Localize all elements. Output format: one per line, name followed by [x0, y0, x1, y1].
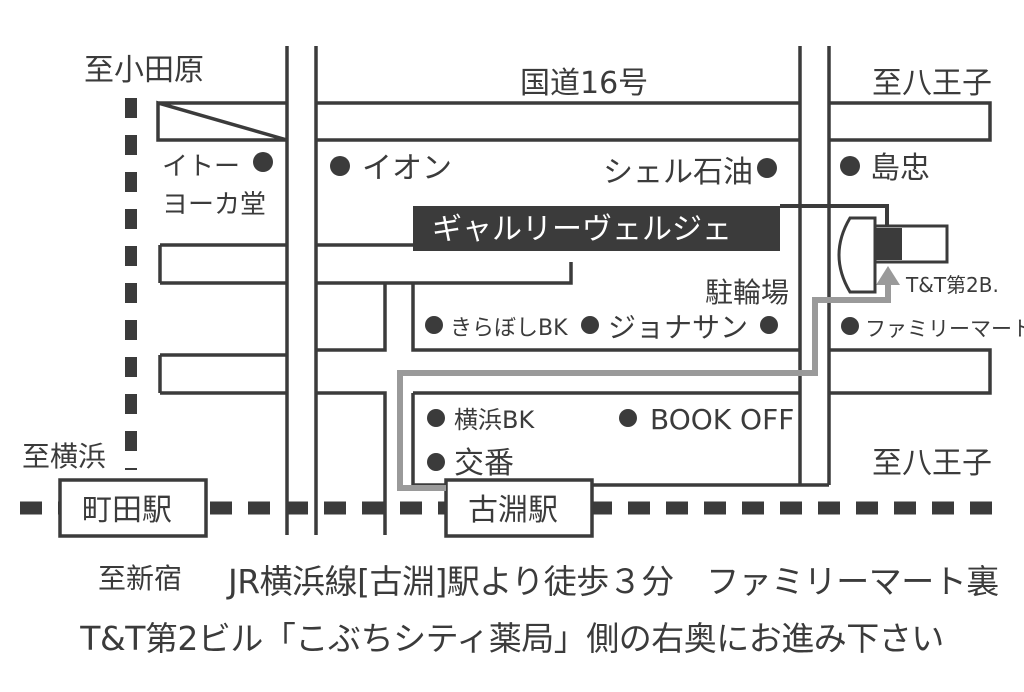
dot-parking [760, 316, 778, 334]
label-route16: 国道16号 [520, 66, 648, 101]
road-middle-lower [316, 283, 800, 352]
road-middle-upper [316, 243, 573, 285]
label-to-odawara: 至小田原 [84, 53, 204, 88]
venue-label-box [413, 206, 780, 251]
station-fuchinobe-box [444, 478, 594, 538]
dot-kiraboshi [425, 316, 443, 334]
label-yokohama-bank: 横浜BK [454, 406, 535, 434]
label-fuchinobe-station: 古淵駅 [468, 493, 558, 528]
label-bicycle-parking: 駐輪場 [705, 276, 789, 309]
dot-jonathan [581, 316, 599, 334]
dot-ito-yokado [253, 152, 273, 172]
station-machida-box [58, 478, 208, 538]
label-shell: シェル石油 [603, 155, 753, 190]
dot-familymart [841, 317, 859, 335]
road-route16 [156, 100, 992, 142]
caption-line1: JR横浜線[古淵]駅より徒歩３分 ファミリーマート裏 [228, 562, 999, 601]
label-ito-yokado-1: イトー [162, 152, 240, 182]
label-shimachu: 島忠 [870, 151, 930, 186]
road-right-lower [829, 348, 992, 395]
dot-yokohama-bank [427, 409, 445, 427]
label-ito-yokado-2: ヨーカ堂 [162, 190, 266, 220]
label-to-hachioji-bottom: 至八王子 [872, 446, 992, 481]
label-to-yokohama: 至横浜 [22, 440, 106, 473]
caption-line2: T&T第2ビル「こぶちシティ薬局」側の右奥にお進み下さい [80, 619, 944, 658]
dot-koban [427, 453, 445, 471]
label-to-shinjuku: 至新宿 [98, 562, 182, 595]
dot-shell [757, 158, 777, 178]
road-left-upper [158, 243, 287, 285]
label-koban: 交番 [454, 446, 514, 481]
label-to-hachioji-top: 至八王子 [872, 66, 992, 101]
road-left-lower [158, 353, 287, 395]
label-familymart: ファミリーマート [865, 317, 1024, 341]
venue-connector [780, 204, 889, 230]
road-left-vertical [285, 46, 318, 535]
dot-shimachu [840, 156, 860, 176]
label-venue: ギャルリーヴェルジェ [432, 212, 732, 247]
label-machida-station: 町田駅 [82, 493, 172, 528]
dot-book-off [619, 409, 637, 427]
walking-route [397, 282, 891, 491]
label-aeon: イオン [362, 151, 452, 186]
dot-aeon [330, 156, 350, 176]
label-book-off: BOOK OFF [650, 403, 794, 436]
road-right-vertical [798, 46, 831, 485]
building-outline [837, 216, 877, 294]
label-building: T&T第2B. [905, 273, 999, 297]
venue-marker [875, 228, 902, 260]
route-arrow [876, 266, 900, 285]
label-jonathan: ジョナサン [608, 311, 748, 344]
label-kiraboshi: きらぼしBK [450, 316, 568, 341]
